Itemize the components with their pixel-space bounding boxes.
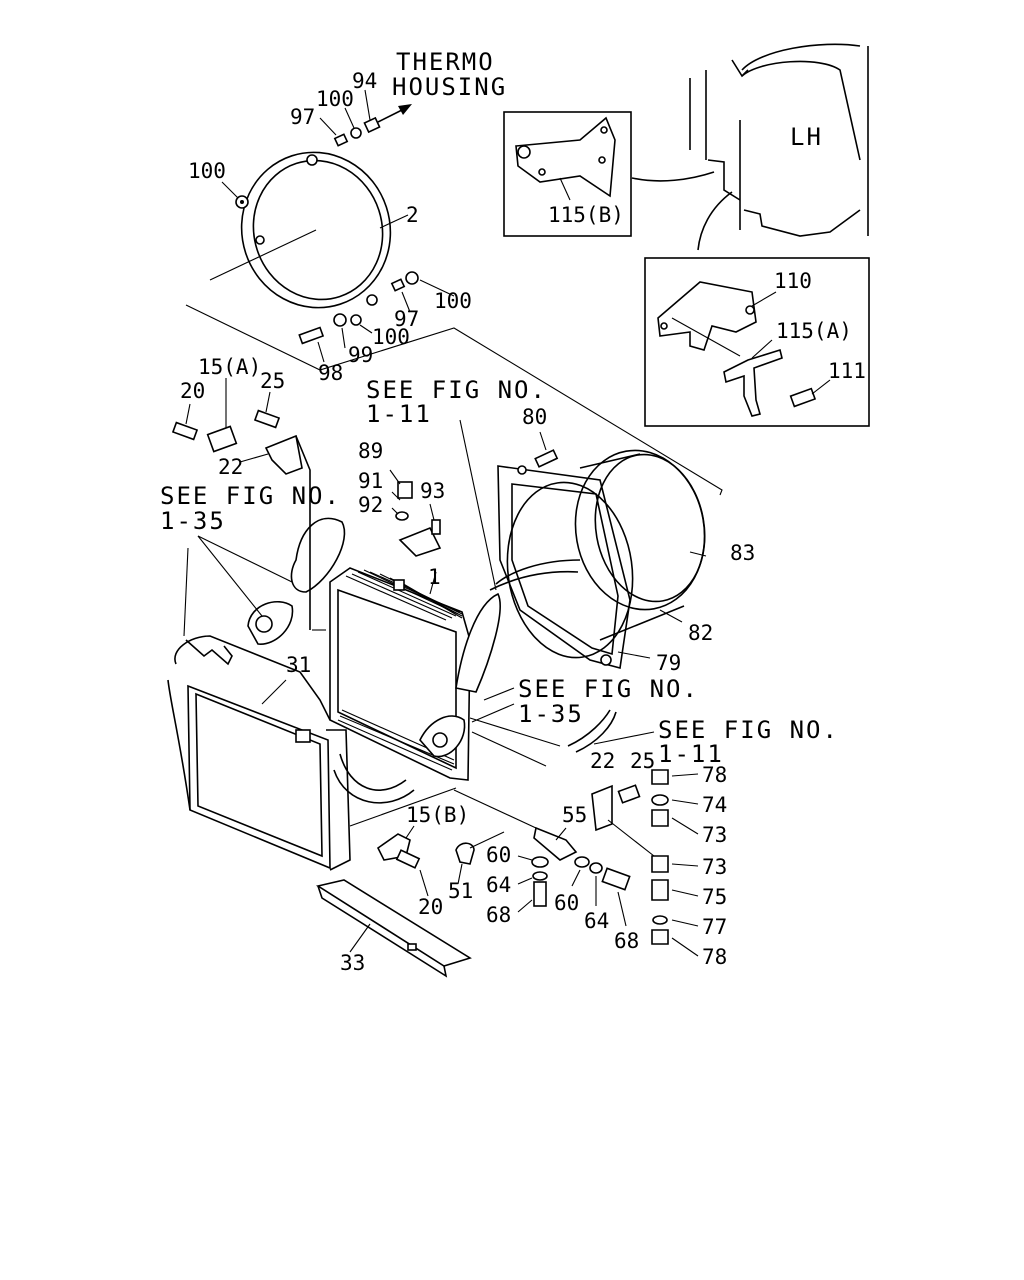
callout-78: 78	[702, 945, 727, 969]
see-fig-1-11-a-line2: 1-11	[366, 400, 432, 428]
callout-97: 97	[394, 307, 419, 331]
shroud-assembly-outline	[185, 304, 723, 496]
see-fig-leaders	[183, 419, 655, 767]
callout-89: 89	[358, 439, 383, 463]
callout-73: 73	[702, 855, 727, 879]
ring-fasteners	[235, 116, 419, 345]
thermo-housing-label-line1: THERMO	[396, 48, 495, 76]
callout-15b: 15(B)	[406, 803, 469, 827]
callout-91: 91	[358, 469, 383, 493]
callout-31: 31	[286, 653, 311, 677]
see-fig-1-35-a-line1: SEE FIG NO.	[160, 482, 341, 510]
see-fig-1-35-b-line2: 1-35	[518, 700, 584, 728]
callout-78: 78	[702, 763, 727, 787]
ring-leaders	[221, 89, 455, 363]
callout-115b-inset: 115(B)	[548, 203, 624, 227]
callout-55: 55	[562, 803, 587, 827]
right-mount-leaders	[671, 773, 699, 957]
callout-111: 111	[828, 359, 866, 383]
bracket-15a-group	[171, 378, 311, 630]
side-hoses	[489, 559, 617, 753]
callout-100: 100	[316, 87, 354, 111]
fan-shroud-leaders	[539, 431, 707, 659]
callout-100: 100	[372, 325, 410, 349]
callout-20: 20	[418, 895, 443, 919]
intercooler	[167, 635, 415, 871]
see-fig-1-35-a-line2: 1-35	[160, 507, 226, 535]
callout-64: 64	[584, 909, 609, 933]
callout-labels: 94 100 97 100 2 100 97 100 99 98 115(B) …	[180, 69, 866, 975]
inset-bracket-115a	[644, 257, 870, 427]
see-fig-1-11-b-line2: 1-11	[658, 740, 724, 768]
callout-25: 25	[630, 749, 655, 773]
see-fig-1-35-b-line1: SEE FIG NO.	[518, 675, 699, 703]
cap-group	[389, 469, 442, 595]
right-mount-group	[591, 769, 669, 945]
callout-80: 80	[522, 405, 547, 429]
callout-25: 25	[260, 369, 285, 393]
see-fig-1-11-b-line1: SEE FIG NO.	[658, 716, 839, 744]
callout-60: 60	[554, 891, 579, 915]
callout-22: 22	[590, 749, 615, 773]
bracket-15b-group	[349, 787, 505, 897]
callout-60: 60	[486, 843, 511, 867]
callout-94: 94	[352, 69, 377, 93]
callout-93: 93	[420, 479, 445, 503]
callout-15a: 15(A)	[198, 355, 261, 379]
callout-64: 64	[486, 873, 511, 897]
callout-82: 82	[688, 621, 713, 645]
callout-100: 100	[188, 159, 226, 183]
callout-20: 20	[180, 379, 205, 403]
lower-bracket	[315, 879, 472, 978]
callout-110: 110	[774, 269, 812, 293]
callout-22: 22	[218, 455, 243, 479]
callout-83: 83	[730, 541, 755, 565]
callout-33: 33	[340, 951, 365, 975]
callout-100: 100	[434, 289, 472, 313]
callout-79: 79	[656, 651, 681, 675]
inset-bracket-115b	[503, 111, 632, 237]
callout-97: 97	[290, 105, 315, 129]
callout-75: 75	[702, 885, 727, 909]
fan-shroud-ring	[209, 151, 392, 309]
callout-51: 51	[448, 879, 473, 903]
lh-label: LH	[790, 123, 823, 151]
callout-1: 1	[428, 565, 441, 589]
thermo-housing-label-line2: HOUSING	[392, 73, 507, 101]
callout-68: 68	[486, 903, 511, 927]
lower-hose	[419, 592, 501, 758]
callout-74: 74	[702, 793, 727, 817]
see-fig-1-11-a-line1: SEE FIG NO.	[366, 376, 547, 404]
callout-68: 68	[614, 929, 639, 953]
intercooler-leader	[261, 679, 287, 705]
vehicle-lh-sketch	[631, 43, 869, 251]
callout-2: 2	[406, 203, 419, 227]
fan-shroud	[497, 449, 706, 670]
callout-99: 99	[348, 343, 373, 367]
callout-98: 98	[318, 361, 343, 385]
callout-92: 92	[358, 493, 383, 517]
thermo-housing-arrow	[377, 104, 412, 123]
callout-73: 73	[702, 823, 727, 847]
drain-group	[453, 789, 631, 927]
callout-115a-inset: 115(A)	[776, 319, 852, 343]
callout-77: 77	[702, 915, 727, 939]
